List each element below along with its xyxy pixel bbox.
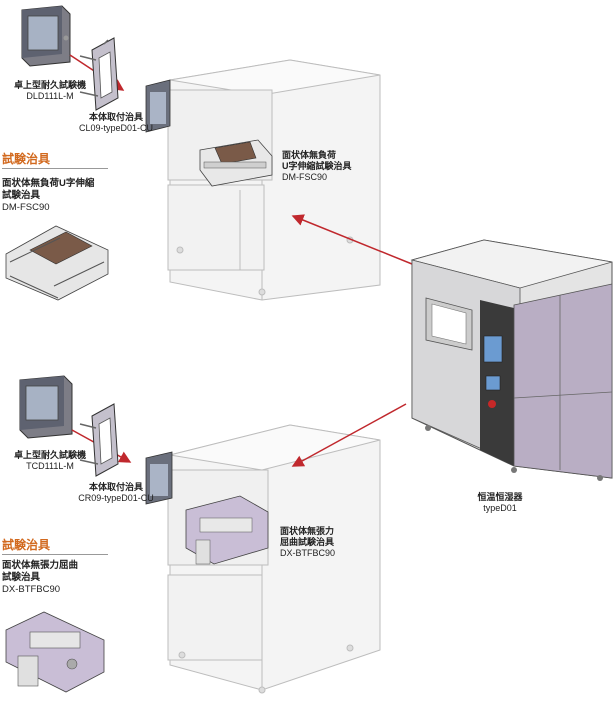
chamber-jig-bottom-model: DX-BTFBC90 [280,548,336,558]
desktop-tester-bottom-name: 卓上型耐久試験機 [13,450,86,460]
arrow-chamber-bottom [291,403,407,467]
chamber-name: 恒温恒湿器 [477,492,523,502]
mounted-tester-top [145,79,171,133]
mounted-tester-bottom [145,451,173,505]
mount-jig-bottom-label: 本体取付治具 CR09-typeD01-CU [56,482,176,504]
section-rule-bottom [2,554,108,555]
jig-bottom-line1: 面状体無張力屈曲 [2,560,79,571]
chamber-jig-bottom-line1: 面状体無張力 [280,526,335,536]
chamber-jig-top-model: DM-FSC90 [282,172,328,182]
desktop-tester-top-name: 卓上型耐久試験機 [13,80,86,90]
desktop-tester-top-model: DLD111L-M [26,91,74,101]
section-rule-top [2,168,108,169]
chamber-ghost-top [167,59,381,301]
chamber-jig-bottom-image [185,495,269,565]
chamber-model: typeD01 [483,503,517,513]
jig-bottom-model: DX-BTFBC90 [2,584,61,595]
desktop-tester-top-image [21,5,71,67]
chamber-jig-bottom-line2: 屈曲試験治具 [280,537,335,547]
arrow-chamber-top [291,214,413,265]
chamber-jig-top-line2: U字伸縮試験治具 [282,161,352,171]
jig-bottom-description: 面状体無張力屈曲 試験治具 DX-BTFBC90 [2,560,78,596]
chamber-jig-top-label: 面状体無負荷 U字伸縮試験治具 DM-FSC90 [282,150,352,183]
jig-sample-top-image [5,225,109,301]
mount-jig-bottom-model: CR09-typeD01-CU [78,493,154,503]
mount-jig-bottom-name: 本体取付治具 [88,482,143,492]
jig-top-description: 面状体無負荷U字伸縮 試験治具 DM-FSC90 [2,178,94,214]
section-title-bottom: 試験治具 [2,538,51,552]
mount-jig-bottom-image [79,403,119,477]
mount-jig-top-name: 本体取付治具 [88,112,143,122]
chamber-image [410,239,613,481]
mount-jig-top-model: CL09-typeD01-CU [78,123,154,133]
jig-top-model: DM-FSC90 [2,202,50,213]
jig-top-line2: 試験治具 [2,190,41,201]
mount-jig-top-label: 本体取付治具 CL09-typeD01-CU [56,112,176,134]
desktop-tester-bottom-image [19,375,73,439]
section-title-top: 試験治具 [2,152,51,166]
chamber-jig-top-image [199,139,273,187]
desktop-tester-top-label: 卓上型耐久試験機 DLD111L-M [4,80,96,102]
jig-bottom-line2: 試験治具 [2,572,41,583]
chamber-jig-bottom-label: 面状体無張力 屈曲試験治具 DX-BTFBC90 [280,526,335,559]
mount-jig-top-image [79,37,119,111]
chamber-jig-top-line1: 面状体無負荷 [282,150,337,160]
jig-sample-bottom-image [5,611,105,693]
desktop-tester-bottom-model: TCD111L-M [26,461,74,471]
jig-top-line1: 面状体無負荷U字伸縮 [2,178,95,189]
desktop-tester-bottom-label: 卓上型耐久試験機 TCD111L-M [4,450,96,472]
chamber-label: 恒温恒湿器 typeD01 [440,492,560,514]
